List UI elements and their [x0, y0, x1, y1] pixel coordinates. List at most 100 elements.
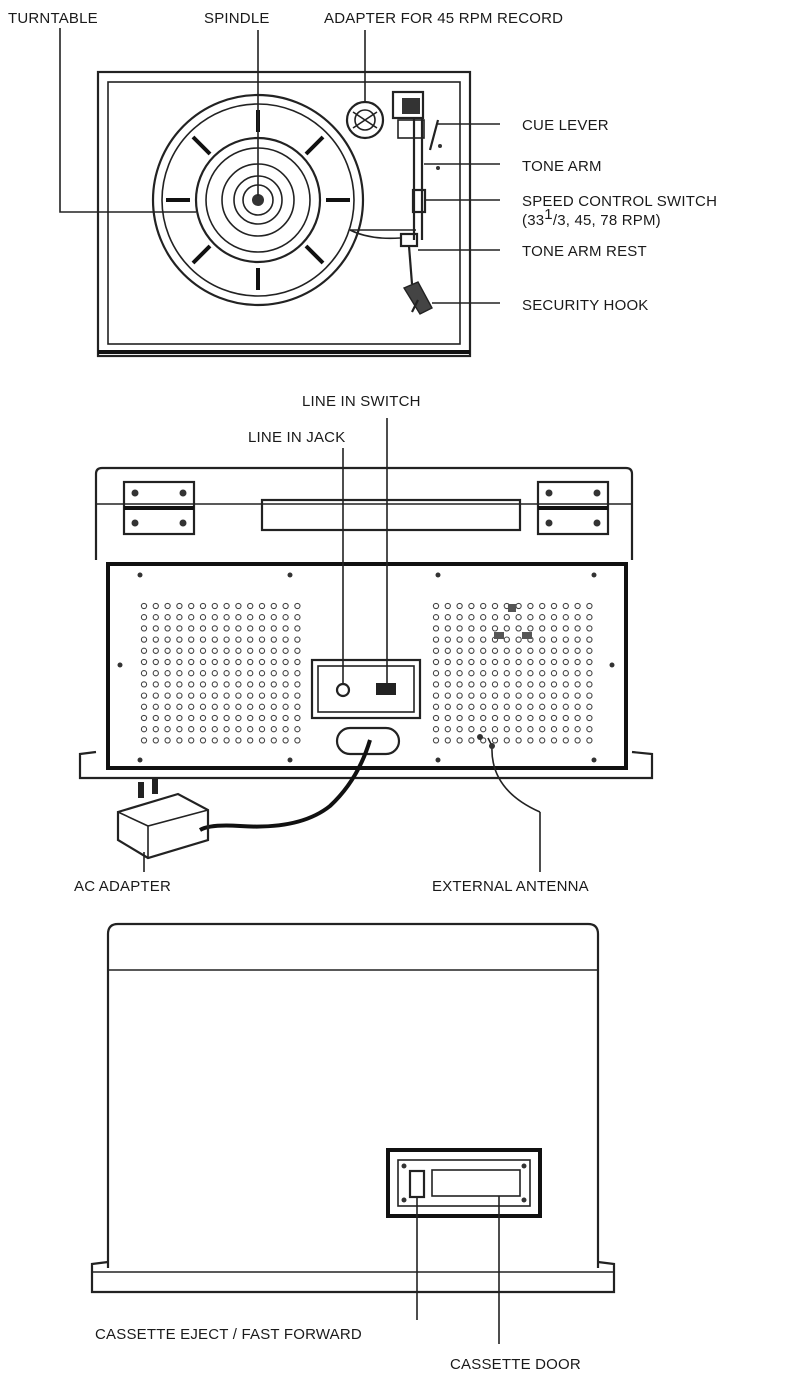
grille-hole [562, 602, 569, 610]
grille-hole [223, 658, 230, 666]
grille-hole [515, 681, 522, 688]
grille-hole [176, 647, 183, 654]
grille-hole [199, 703, 207, 710]
grille-hole [176, 614, 183, 621]
grille-hole [444, 726, 451, 733]
grille-hole [247, 614, 254, 621]
grille-hole [140, 681, 148, 688]
grille-hole [176, 658, 183, 666]
grille-hole [432, 681, 440, 688]
grille-hole [152, 614, 159, 621]
cassette-eject-button [408, 1169, 426, 1199]
grille-hole [468, 614, 475, 621]
grille-hole [456, 681, 463, 688]
grille-hole [164, 670, 171, 677]
grille-hole [444, 714, 451, 722]
grille-hole [539, 636, 546, 643]
grille-hole [527, 670, 534, 677]
grille-hole [432, 703, 440, 710]
grille-hole [456, 737, 463, 744]
grille-hole [176, 692, 183, 699]
grille-hole [282, 737, 289, 744]
grille-hole [188, 714, 195, 722]
grille-hole [562, 737, 569, 744]
label-line-in-switch: LINE IN SWITCH [302, 393, 421, 410]
grille-hole [199, 602, 207, 610]
grille-hole [562, 625, 569, 632]
grille-hole [247, 658, 254, 666]
label-tone-arm: TONE ARM [522, 158, 602, 175]
grille-hole [515, 703, 522, 710]
grille-hole [188, 658, 195, 666]
grille-hole [247, 692, 254, 699]
grille-hole [586, 726, 593, 733]
grille-hole [223, 737, 230, 744]
grille-hole [247, 602, 254, 610]
grille-hole [550, 647, 558, 654]
ac-cord [198, 739, 372, 832]
grille-hole [188, 670, 195, 677]
grille-hole [491, 602, 499, 610]
spindle [252, 194, 264, 206]
grille-hole [199, 681, 207, 688]
grille-hole [188, 647, 195, 654]
line-in-jack [335, 682, 351, 698]
grille-hole [176, 602, 183, 610]
grille-hole [527, 726, 534, 733]
grille-hole [223, 647, 230, 654]
grille-hole [223, 670, 230, 677]
grille-hole [539, 658, 546, 666]
grille-hole [586, 636, 593, 643]
grille-hole [562, 647, 569, 654]
grille-hole [456, 714, 463, 722]
grille-hole [294, 636, 301, 643]
grille-hole [211, 703, 218, 710]
grille-hole [188, 737, 195, 744]
grille-hole [258, 714, 266, 722]
grille-hole [456, 636, 463, 643]
grille-hole [491, 692, 499, 699]
grille-hole [491, 625, 499, 632]
grille-hole [211, 658, 218, 666]
grille-hole [140, 647, 148, 654]
grille-hole [562, 703, 569, 710]
grille-hole [574, 714, 581, 722]
grille-hole [444, 737, 451, 744]
grille-hole [188, 703, 195, 710]
grille-hole [211, 625, 218, 632]
grille-hole [282, 625, 289, 632]
grille-hole [527, 737, 534, 744]
grille-hole [468, 670, 475, 677]
grille-hole [247, 681, 254, 688]
grille-hole [444, 636, 451, 643]
grille-hole [152, 714, 159, 722]
turntable-cabinet-inner [107, 81, 461, 345]
line-in-panel [310, 658, 422, 720]
grille-hole [503, 614, 510, 621]
grille-hole [152, 647, 159, 654]
grille-right-markings [494, 604, 532, 639]
grille-hole [574, 681, 581, 688]
grille-hole [270, 714, 277, 722]
cue-lever [428, 119, 440, 151]
grille-hole [235, 681, 242, 688]
grille-hole [235, 614, 242, 621]
grille-hole [586, 614, 593, 621]
grille-hole [223, 602, 230, 610]
grille-hole [539, 703, 546, 710]
grille-hole [223, 681, 230, 688]
grille-hole [503, 681, 510, 688]
grille-hole [574, 726, 581, 733]
grille-hole [164, 703, 171, 710]
grille-hole [432, 647, 440, 654]
grille-hole [282, 670, 289, 677]
grille-hole [235, 703, 242, 710]
grille-hole [550, 692, 558, 699]
grille-hole [562, 670, 569, 677]
grille-hole [456, 647, 463, 654]
grille-hole [515, 614, 522, 621]
grille-hole [480, 714, 487, 722]
grille-hole [503, 737, 510, 744]
grille-hole [176, 714, 183, 722]
grille-hole [294, 670, 301, 677]
